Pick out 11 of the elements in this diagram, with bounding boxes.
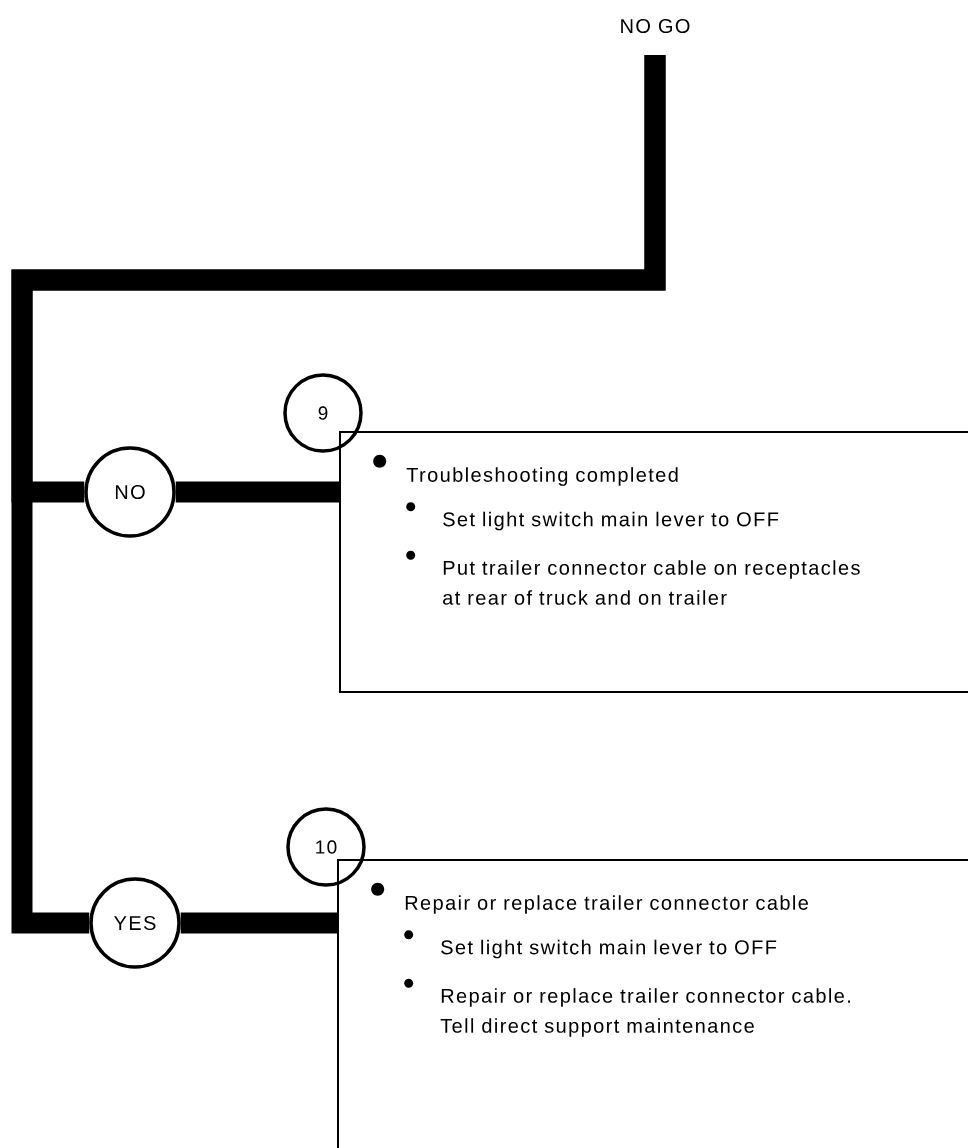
flow-line [175,481,340,503]
node-label: Set light switch main lever to OFF [443,511,779,531]
step-box: Repair or replace trailer connector cable Set light switch main lever to OFF Repair or replace trailer connector cable. Tell direct support maintenance [337,859,968,1148]
node-label: Troubleshooting completed [406,467,678,486]
step-box: Troubleshooting completed Set light switch main lever to OFF Put trailer connector cable on receptacles at rear of truck and on trailer [339,431,968,693]
flow-line [180,912,338,934]
node-label: Set light switch main lever to OFF [441,939,777,959]
node-label: Put trailer connector cable on receptacles at rear of truck and on trailer [443,560,860,605]
start-label: NO GO [621,18,690,34]
node-label: Repair or replace trailer connector cable [405,895,808,914]
node-label: Repair or replace trailer connector cable. Tell direct support maintenance [440,988,850,1037]
